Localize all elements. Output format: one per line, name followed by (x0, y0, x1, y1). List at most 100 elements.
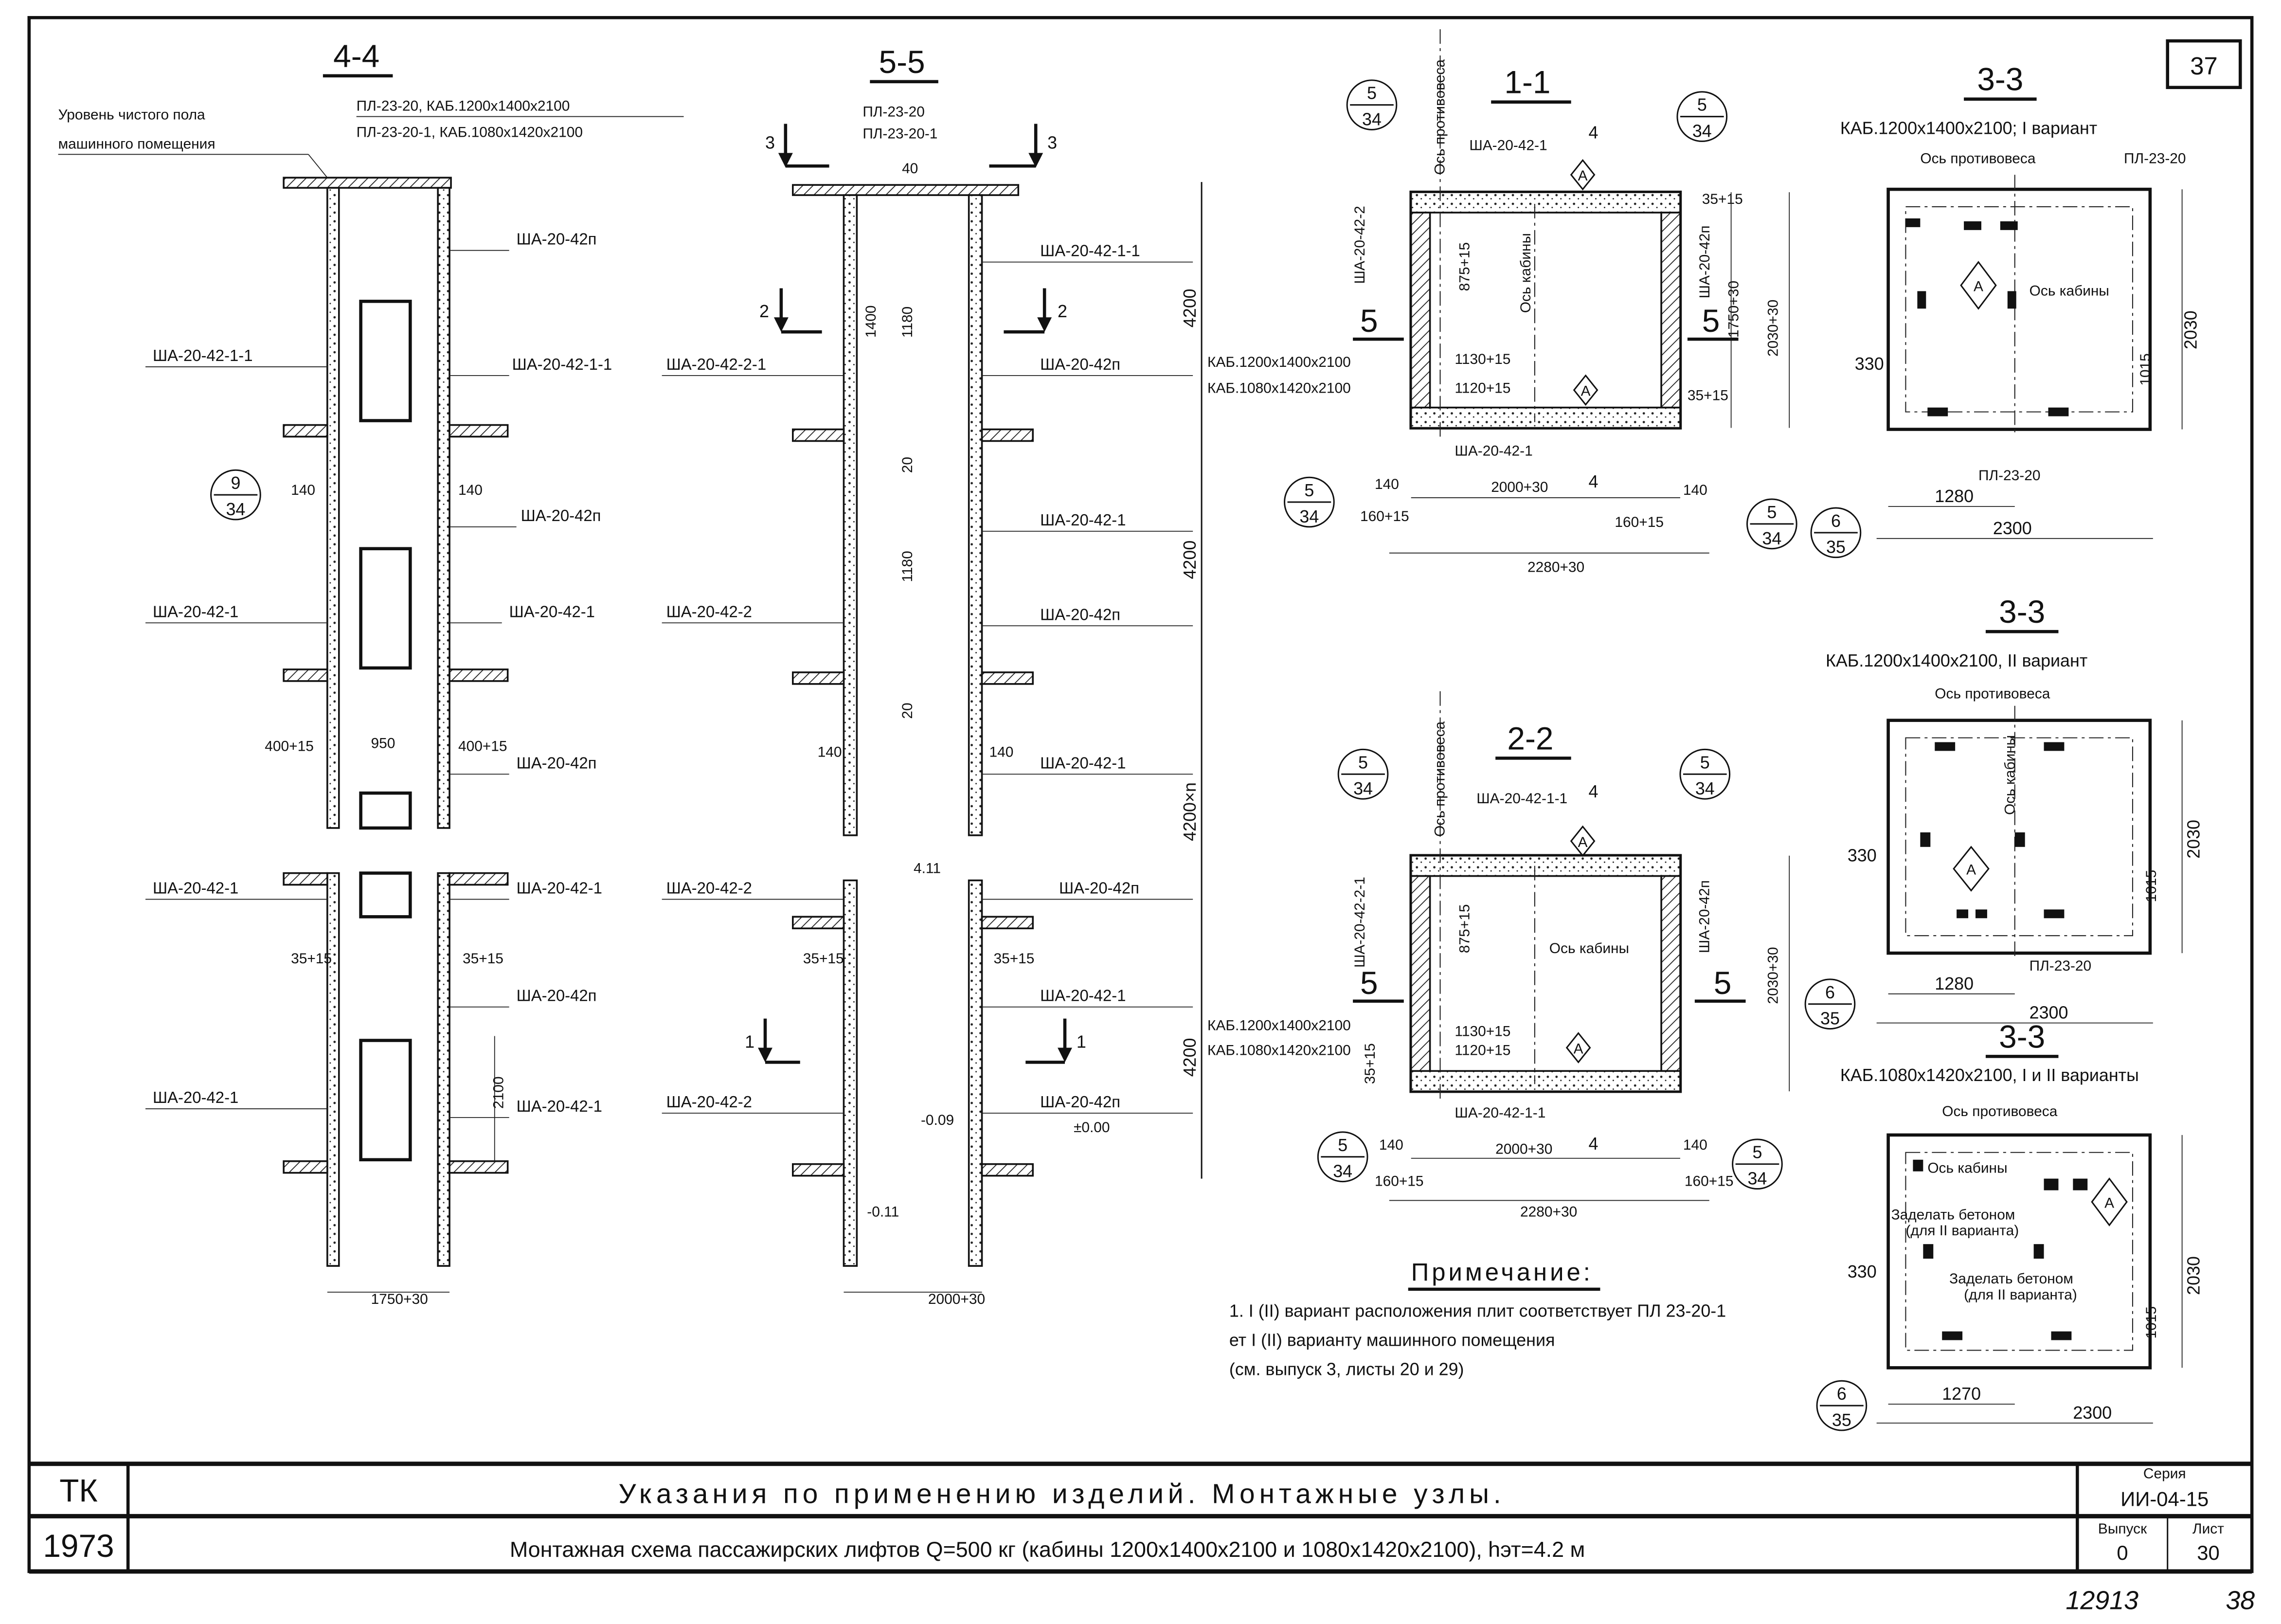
fill-note: (для II варианта) (1964, 1287, 2077, 1303)
sheet-title: Указания по применению изделий. Монтажны… (618, 1479, 1505, 1509)
dimension: 2030 (2184, 820, 2204, 859)
panel-label: ША-20-42-1-1 (512, 355, 612, 373)
callout-sheet: 34 (1747, 1169, 1767, 1189)
panel-label: ША-20-42-1 (517, 1097, 602, 1115)
panel-label: ША-20-42-2 (1352, 206, 1368, 284)
dimension: 140 (818, 744, 842, 760)
panel-label: ША-20-42-1 (1455, 443, 1532, 459)
title-block: ТК 1973 Указания по применению изделий. … (29, 1462, 2252, 1574)
floor-note-line: машинного помещения (58, 136, 216, 152)
panel-label: ША-20-42-1 (1040, 987, 1126, 1005)
dimension: 2030 (2181, 310, 2201, 349)
series-label: Серия (2143, 1466, 2186, 1482)
cut-label: 1 (1077, 1032, 1086, 1051)
callout-sheet: 35 (1820, 1009, 1840, 1029)
detail-callout: 534 (1676, 91, 1728, 142)
cut-mark: 3 (989, 124, 1057, 168)
panel-label: ША-20-42п (517, 230, 597, 248)
level-mark: -0.09 (921, 1112, 954, 1128)
panel-label: ША-20-42п (517, 754, 597, 772)
section-title: 3-3 (1999, 594, 2045, 630)
callout-sheet: 34 (1353, 779, 1373, 798)
dimension: 330 (1848, 1262, 1877, 1281)
slab-label: ПЛ-23-20 (2124, 150, 2186, 166)
dimension: 4.11 (914, 861, 941, 877)
axis-label: Ось противовеса (1942, 1103, 2058, 1119)
issue-label: Выпуск (2098, 1521, 2147, 1537)
dimension: 1130+15 (1455, 1024, 1510, 1040)
marker-diamond: А (1960, 261, 1997, 310)
dimension: 140 (989, 744, 1013, 760)
plan-3-3-variant-1: 3-3 КАБ.1200х1400х2100; I вариант Ось пр… (1810, 61, 2201, 559)
dimension: 35+15 (463, 951, 503, 967)
marker-label: А (1578, 168, 1588, 184)
panel-label: ША-20-42-2 (666, 879, 752, 897)
marker-label: А (1574, 1041, 1583, 1057)
callout-detail: 5 (1367, 84, 1377, 103)
door-opening (359, 1039, 412, 1162)
panel-label: ША-20-42п (1040, 1093, 1120, 1111)
cut-label: 5 (1702, 303, 1720, 339)
issue-value: 0 (2117, 1541, 2128, 1564)
cut-mark: 2 (1004, 288, 1067, 334)
dimension: 2300 (1993, 519, 2032, 538)
dimension: 20 (899, 457, 916, 473)
dimension: 2000+30 (1491, 479, 1548, 495)
plan-1-1: 1-1 Ось противовеса Ось кабины ША-20-42-… (1207, 29, 1797, 576)
dimension: 2030+30 (1765, 947, 1781, 1004)
panel-label: ША-20-42-1 (153, 1088, 238, 1106)
axis-label: Ось кабины (1549, 940, 1629, 956)
dimension: 140 (1379, 1137, 1403, 1153)
dimension: 1015 (2143, 1306, 2159, 1339)
dimension: 160+15 (1685, 1173, 1734, 1190)
axis-label: Ось противовеса (1432, 59, 1448, 175)
cabin-label: КАБ.1080х1420х2100 (1207, 380, 1351, 397)
note-heading: Примечание: (1411, 1258, 1593, 1286)
panel-label: ША-20-42-2 (666, 1093, 752, 1111)
detail-callout: 534 (1317, 1131, 1368, 1183)
axis-label: Ось кабины (1518, 233, 1534, 313)
dimension: 400+15 (458, 738, 507, 754)
marker-diamond: А (1953, 846, 1990, 892)
section-4-4: 4-4 Уровень чистого пола машинного помещ… (58, 38, 684, 1307)
dimension: 160+15 (1360, 508, 1409, 524)
callout-detail: 5 (1767, 503, 1777, 522)
dimension: 35+15 (993, 951, 1034, 967)
detail-callout: 534 (1746, 498, 1797, 550)
panel-label: ША-20-42п (1040, 605, 1120, 623)
dimension: 2030+30 (1765, 300, 1781, 357)
dimension: 1400 (863, 306, 879, 338)
cut-label: 2 (1058, 302, 1067, 321)
dimension: 1015 (2137, 353, 2154, 385)
dimension: 4200 (1180, 1038, 1200, 1077)
axis-label: Ось кабины (2030, 283, 2109, 299)
section-title: 5-5 (879, 44, 925, 80)
dimension: 1120+15 (1455, 380, 1510, 397)
callout-detail: 5 (1752, 1143, 1762, 1162)
panel-label: ША-20-42-1-1 (1040, 242, 1140, 260)
cut-label: 4 (1589, 1134, 1598, 1154)
section-title: 2-2 (1507, 720, 1553, 756)
dimension: 35+15 (1362, 1043, 1378, 1084)
cut-mark: 1 (1025, 1018, 1086, 1064)
section-title: 3-3 (1977, 61, 2023, 97)
callout-sheet: 34 (1333, 1162, 1352, 1181)
cut-mark: 1 (745, 1018, 800, 1064)
org-code: ТК (59, 1472, 97, 1508)
floor-note-line: Уровень чистого пола (58, 107, 205, 123)
callout-detail: 5 (1304, 481, 1314, 500)
panel-label: ША-20-42-1 (1040, 754, 1126, 772)
plan-subtitle: КАБ.1080х1420х2100, I и II варианты (1840, 1065, 2139, 1085)
dimension: 1280 (1935, 487, 1974, 506)
dimension: 2000+30 (928, 1291, 985, 1307)
callout-detail: 5 (1697, 95, 1707, 115)
dimension: 35+15 (803, 951, 844, 967)
dimension: 140 (1683, 482, 1707, 498)
dimension: 875+15 (1456, 904, 1473, 953)
year: 1973 (43, 1528, 114, 1564)
detail-callout: 635 (1816, 1380, 1868, 1431)
note-line: 1. I (II) вариант расположения плит соот… (1229, 1301, 1726, 1321)
note-line: ет I (II) варианту машинного помещения (1229, 1330, 1555, 1350)
callout-sheet: 35 (1826, 538, 1846, 557)
plan-3-3-variant-2: 3-3 КАБ.1200х1400х2100, II вариант Ось п… (1804, 594, 2204, 1030)
